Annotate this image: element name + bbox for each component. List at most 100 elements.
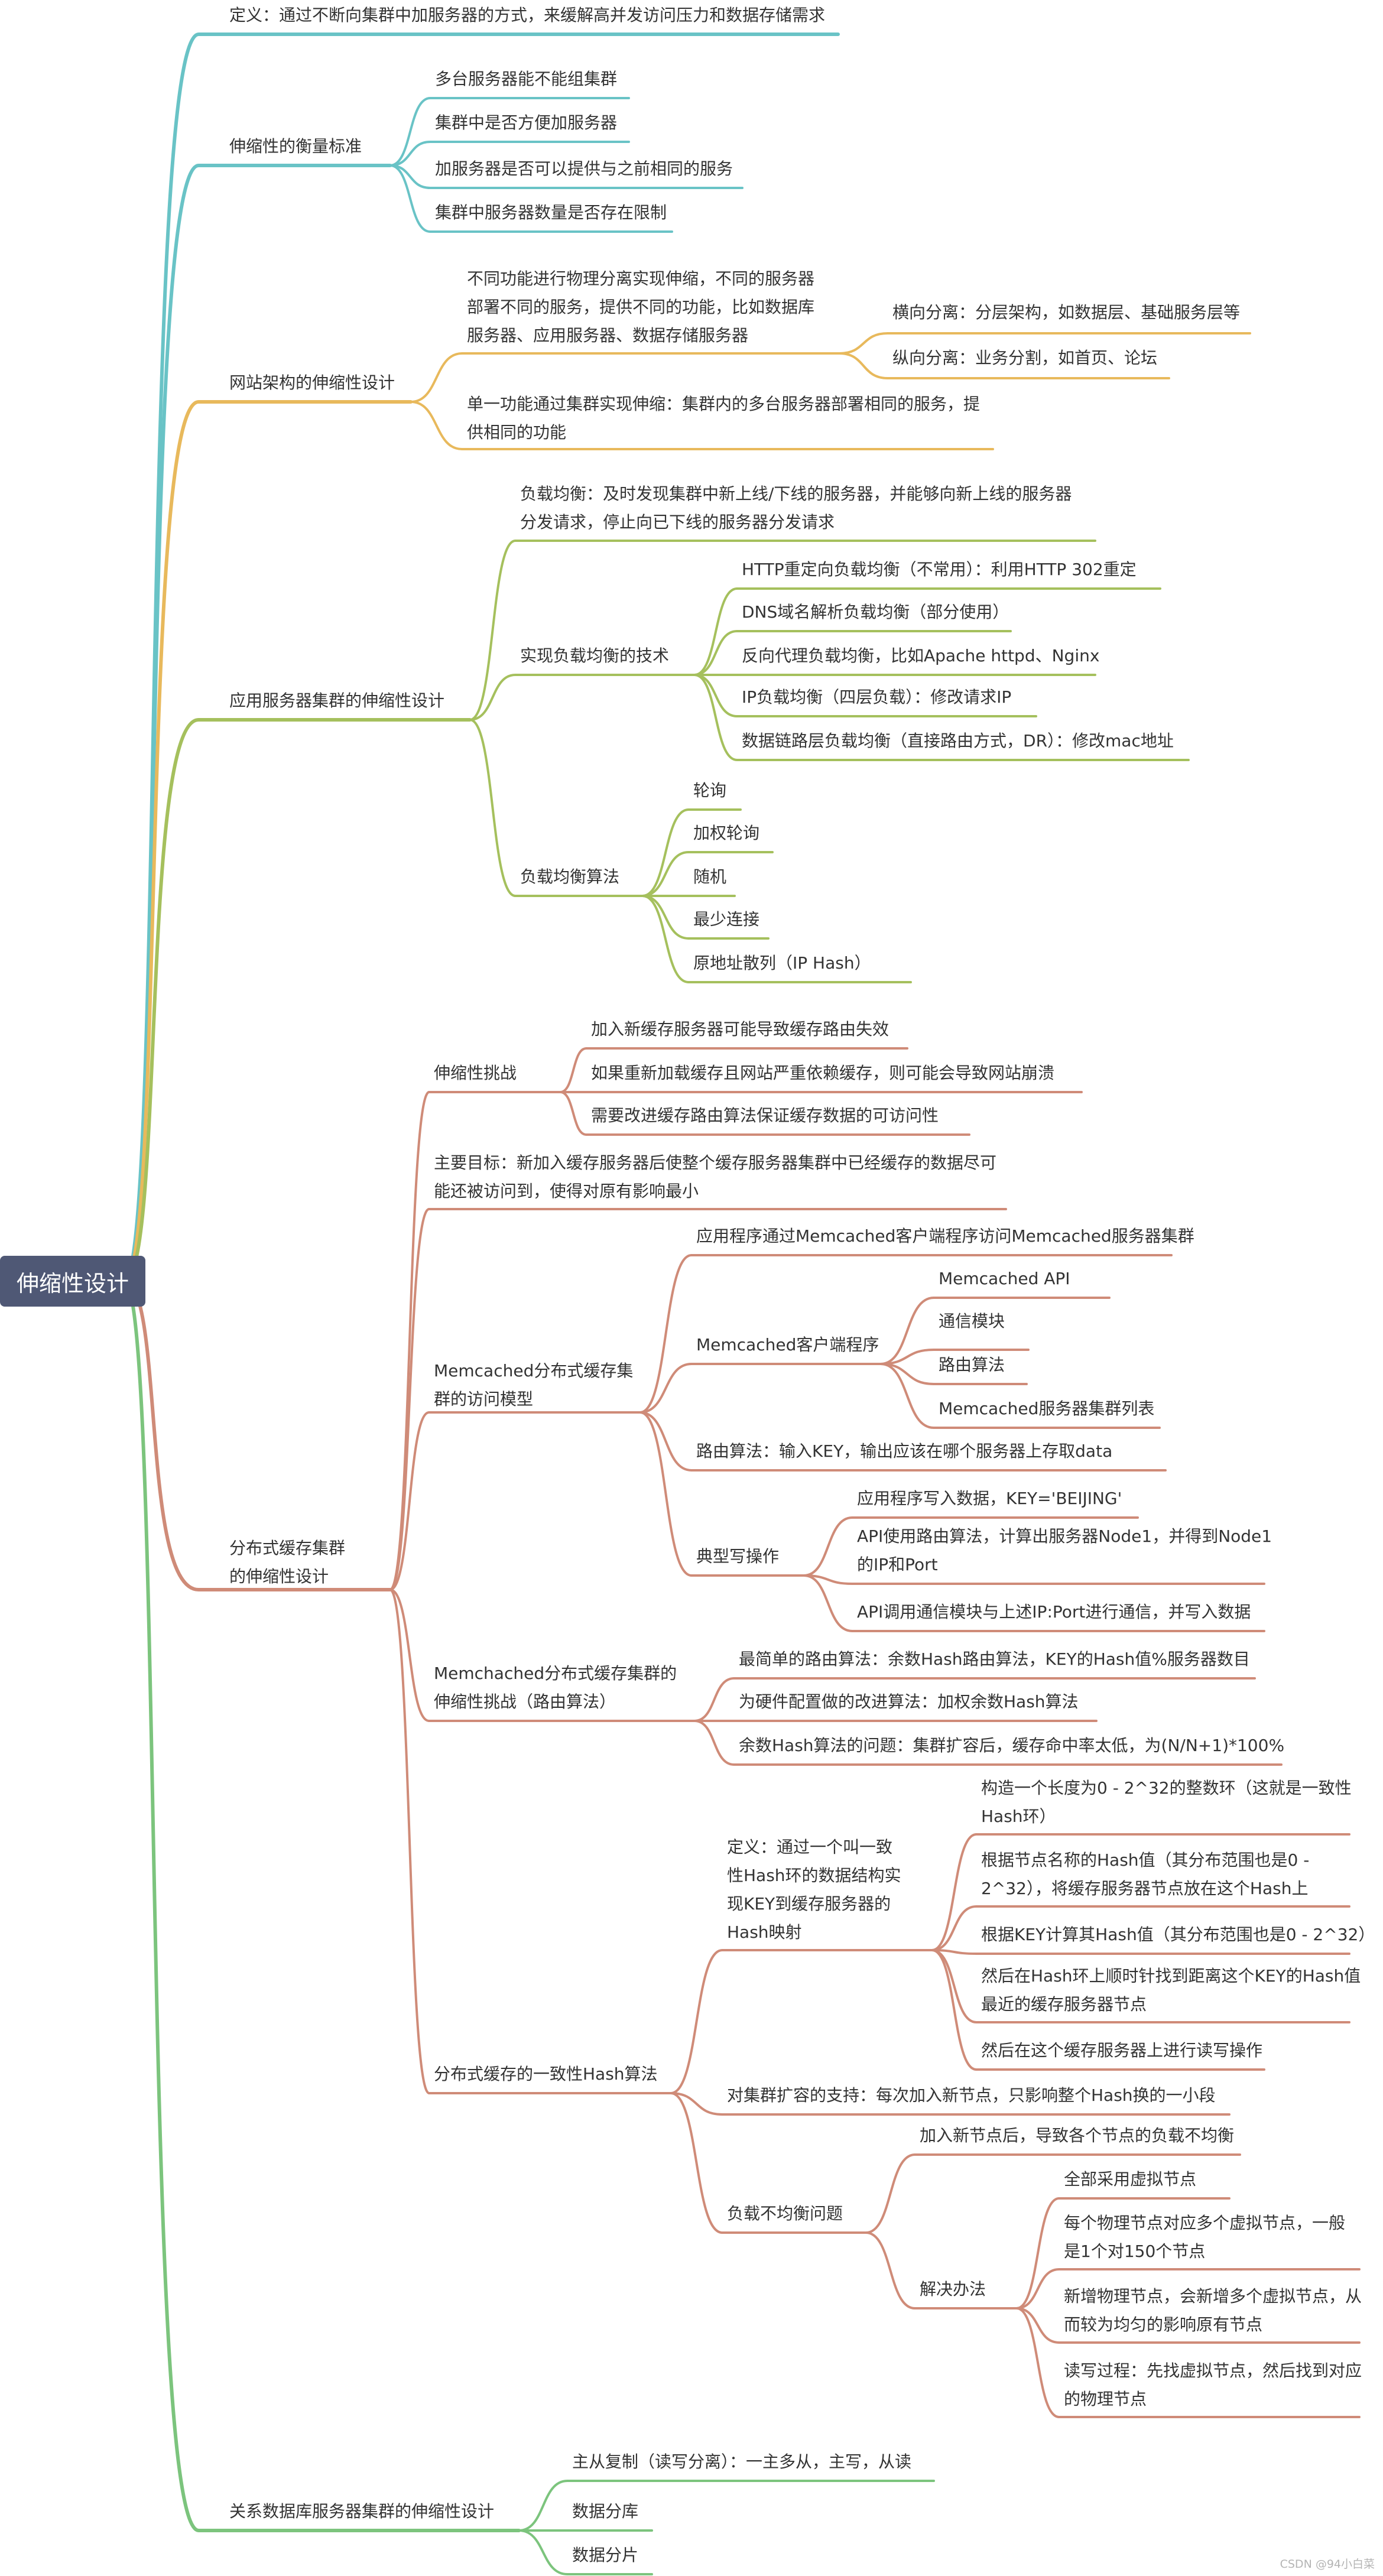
measure-item[interactable]: 集群中是否方便加服务器 [435,113,618,132]
branch-connector [389,1411,430,1591]
typical-write-node[interactable]: 典型写操作 [696,1547,780,1566]
branch-connector [410,401,463,450]
branch-connector [1015,2268,1060,2309]
db-item[interactable]: 数据分片 [572,2545,639,2565]
cache-cluster-node[interactable]: 分布式缓存集群 的伸缩性设计 [229,1538,346,1586]
scale-challenge-item[interactable]: 余数Hash算法的问题：集群扩容后，缓存命中率太低，为(N/N+1)*100% [739,1736,1285,1755]
cache-challenge-item[interactable]: 需要改进缓存路由算法保证缓存数据的可访问性 [591,1106,939,1125]
consistent-hash-step[interactable]: 根据KEY计算其Hash值（其分布范围也是0 - 2^32） [981,1925,1375,1944]
lb-algorithm-node[interactable]: 负载均衡算法 [520,867,620,886]
memcached-model-node[interactable]: Memcached分布式缓存集 群的访问模型 [434,1361,634,1409]
branch-connector [693,587,738,676]
branch-connector [641,851,690,897]
db-cluster-node[interactable]: 关系数据库服务器集群的伸缩性设计 [229,2502,495,2521]
lb-algorithm-item[interactable]: 最少连接 [693,909,760,929]
consistent-hash-step[interactable]: 然后在这个缓存服务器上进行读写操作 [981,2041,1263,2060]
branch-connector [641,895,690,983]
typical-write-item[interactable]: API使用路由算法，计算出服务器Node1，并得到Node1 的IP和Port [857,1526,1272,1574]
branch-connector [389,1208,430,1591]
horizontal-separation-node[interactable]: 横向分离：分层架构，如数据层、基础服务层等 [892,303,1241,322]
lb-algorithm-item[interactable]: 加权轮询 [693,823,760,843]
memcached-scale-challenge-node[interactable]: Memchached分布式缓存集群的 伸缩性挑战（路由算法） [434,1664,677,1711]
lb-tech-item[interactable]: 反向代理负载均衡，比如Apache httpd、Nginx [742,646,1100,665]
branch-connector [469,719,517,897]
branch-connector [410,352,463,403]
physical-separation-node[interactable]: 不同功能进行物理分离实现伸缩，不同的服务器 部署不同的服务，提供不同的功能，比如… [467,269,815,345]
branch-connector [865,2153,916,2234]
branch-connector [122,1279,226,2532]
vertical-separation-node[interactable]: 纵向分离：业务分割，如首页、论坛 [892,348,1158,368]
lb-algorithm-item[interactable]: 轮询 [693,781,727,800]
consistent-hash-step[interactable]: 构造一个长度为0 - 2^32的整数环（这就是一致性 Hash环） [981,1778,1352,1826]
website-node[interactable]: 网站架构的伸缩性设计 [229,373,395,392]
db-item[interactable]: 数据分库 [572,2502,639,2521]
branch-connector [469,674,517,721]
branch-connector [389,141,431,167]
branch-connector [879,1363,935,1429]
branch-connector [641,808,690,897]
branch-connector [693,630,738,676]
consistent-hash-step[interactable]: 然后在Hash环上顺时针找到距离这个KEY的Hash值 最近的缓存服务器节点 [981,1966,1361,2014]
definition-node[interactable]: 定义：通过不断向集群中加服务器的方式，来缓解高并发访问压力和数据存储需求 [229,5,826,25]
solution-item[interactable]: 新增物理节点，会新增多个虚拟节点，从 而较为均匀的影响原有节点 [1064,2286,1362,2334]
solution-item[interactable]: 每个物理节点对应多个虚拟节点，一般 是1个对150个节点 [1064,2213,1346,2261]
memcached-client-node[interactable]: Memcached客户端程序 [696,1335,879,1354]
lb-algorithm-item[interactable]: 随机 [693,867,727,886]
branch-connector [803,1574,853,1585]
load-imbalance-node[interactable]: 负载不均衡问题 [727,2204,843,2223]
cache-challenge-item[interactable]: 如果重新加载缓存且网站严重依赖缓存，则可能会导致网站崩溃 [591,1063,1055,1083]
consistent-hash-node[interactable]: 分布式缓存的一致性Hash算法 [434,2064,658,2084]
root-node-title[interactable]: 伸缩性设计 [0,1256,145,1307]
branch-connector [693,1677,735,1722]
branch-connector [389,164,431,233]
branch-connector [879,1363,935,1385]
branch-connector [693,674,738,761]
lb-tech-item[interactable]: 数据链路层负载均衡（直接路由方式，DR）：修改mac地址 [742,731,1174,751]
consistent-hash-step[interactable]: 根据节点名称的Hash值（其分布范围也是0 - 2^32），将缓存服务器节点放在… [981,1850,1310,1898]
solution-node[interactable]: 解决办法 [920,2279,986,2299]
solution-item[interactable]: 读写过程：先找虚拟节点，然后找到对应 的物理节点 [1064,2361,1362,2409]
routing-algorithm-node[interactable]: 路由算法：输入KEY，输出应该在哪个服务器上存取data [696,1441,1113,1461]
memcached-client-item[interactable]: Memcached服务器集群列表 [939,1399,1155,1418]
branch-connector [931,1949,978,1955]
typical-write-item[interactable]: 应用程序写入数据，KEY='BEIJING' [857,1489,1122,1508]
scale-challenge-item[interactable]: 为硬件配置做的改进算法：加权余数Hash算法 [739,1692,1079,1711]
branch-connector [122,164,226,1283]
branch-connector [469,540,517,721]
branch-connector [838,332,889,355]
cluster-expansion-support-node[interactable]: 对集群扩容的支持：每次加入新节点，只影响整个Hash换的一小段 [727,2086,1216,2105]
cache-challenge-node[interactable]: 伸缩性挑战 [434,1063,517,1083]
consistent-hash-definition-node[interactable]: 定义：通过一个叫一致 性Hash环的数据结构实 现KEY到缓存服务器的 Hash… [727,1837,901,1942]
solution-item[interactable]: 全部采用虚拟节点 [1064,2169,1197,2189]
memcached-client-item[interactable]: Memcached API [939,1269,1070,1288]
measure-item[interactable]: 集群中服务器数量是否存在限制 [435,203,667,222]
lb-tech-item[interactable]: IP负载均衡（四层负载）：修改请求IP [742,687,1012,707]
lb-algorithm-item[interactable]: 原地址散列（IP Hash） [693,953,871,973]
branch-connector [879,1297,935,1365]
db-item[interactable]: 主从复制（读写分离）：一主多从，主写，从读 [572,2452,912,2471]
memcached-client-item[interactable]: 通信模块 [939,1311,1005,1331]
memcached-app-access-node[interactable]: 应用程序通过Memcached客户端程序访问Memcached服务器集群 [696,1226,1194,1246]
branch-connector [122,718,226,1283]
lb-tech-item[interactable]: HTTP重定向负载均衡（不常用）：利用HTTP 302重定 [742,560,1137,579]
measure-item[interactable]: 多台服务器能不能组集群 [435,69,618,89]
branch-connector [389,1589,430,2094]
memcached-client-item[interactable]: 路由算法 [939,1355,1005,1375]
branch-connector [641,895,690,940]
cache-challenge-item[interactable]: 加入新缓存服务器可能导致缓存路由失效 [591,1019,889,1039]
branch-connector [122,400,226,1283]
app-cluster-node[interactable]: 应用服务器集群的伸缩性设计 [229,691,445,710]
typical-write-item[interactable]: API调用通信模块与上述IP:Port进行通信，并写入数据 [857,1602,1251,1622]
branch-connector [1015,2307,1060,2344]
measure-node[interactable]: 伸缩性的衡量标准 [229,137,362,156]
lb-tech-node[interactable]: 实现负载均衡的技术 [520,646,670,665]
measure-item[interactable]: 加服务器是否可以提供与之前相同的服务 [435,159,733,178]
branch-connector [559,1047,587,1093]
scale-challenge-item[interactable]: 最简单的路由算法：余数Hash路由算法，KEY的Hash值%服务器数目 [739,1649,1250,1669]
branch-connector [803,1516,853,1577]
load-balance-node[interactable]: 负载均衡：及时发现集群中新上线/下线的服务器，并能够向新上线的服务器 分发请求，… [520,484,1072,532]
lb-tech-item[interactable]: DNS域名解析负载均衡（部分使用） [742,602,1009,622]
single-function-cluster-node[interactable]: 单一功能通过集群实现伸缩：集群内的多台服务器部署相同的服务，提 供相同的功能 [467,394,981,442]
cache-goal-node[interactable]: 主要目标：新加入缓存服务器后使整个缓存服务器集群中已经缓存的数据尽可 能还被访问… [434,1153,997,1201]
load-imbalance-cause-node[interactable]: 加入新节点后，导致各个节点的负载不均衡 [920,2126,1235,2145]
